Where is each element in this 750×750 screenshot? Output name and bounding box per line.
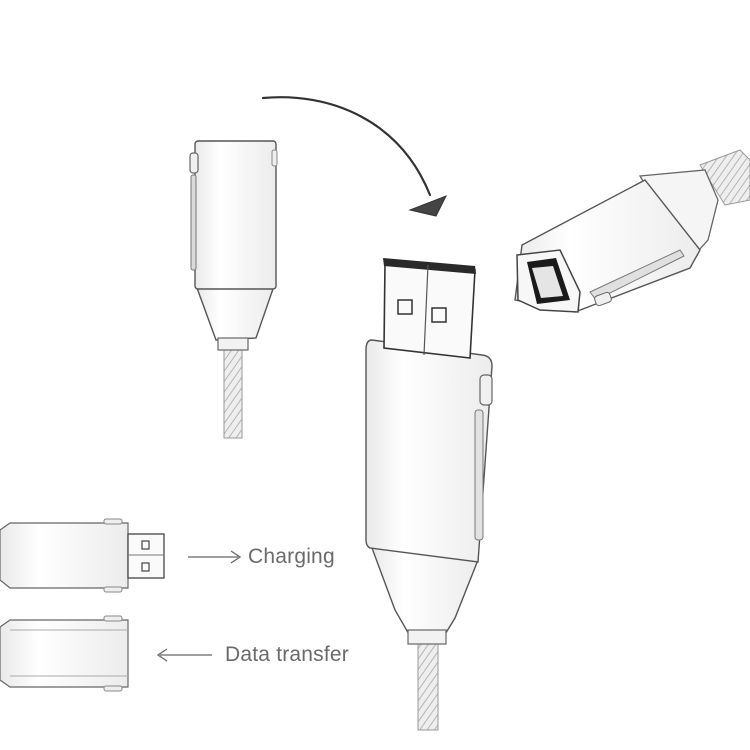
arrow-left-icon xyxy=(156,648,212,662)
usb-male-connector xyxy=(365,258,493,731)
charging-label: Charging xyxy=(248,545,335,568)
female-adapter-vertical xyxy=(189,140,278,439)
arrow-right-icon xyxy=(188,550,242,564)
curved-arrow-icon xyxy=(261,96,448,217)
data-transfer-label: Data transfer xyxy=(225,643,349,666)
female-adapter-angled xyxy=(514,149,750,313)
charging-mode-diagram xyxy=(0,518,165,593)
data-transfer-mode-diagram xyxy=(0,615,129,692)
